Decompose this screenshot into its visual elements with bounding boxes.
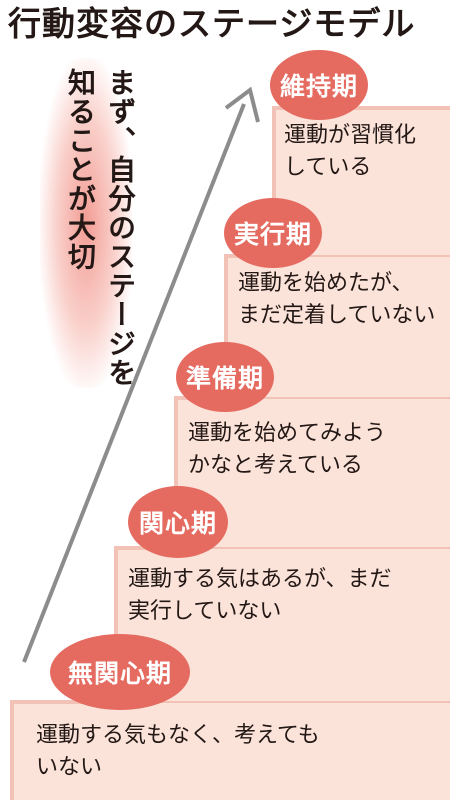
stage-desc-contemplation-line2: 実行していない [128, 599, 282, 624]
stage-desc-maintenance-line1: 運動が習慣化 [284, 123, 417, 148]
stage-label-maintenance: 維持期 [270, 50, 368, 120]
staircase-fill [12, 108, 450, 800]
stage-label-precontemplation: 無関心期 [50, 634, 190, 710]
stage-label-contemplation: 関心期 [128, 486, 228, 558]
progress-arrow-head-icon [224, 86, 260, 123]
note-line-1: まず、自分のステージを [104, 68, 137, 387]
stage-desc-precontemplation-line2: いない [36, 755, 103, 780]
stage-desc-contemplation-line1: 運動する気はあるが、まだ [128, 567, 392, 592]
stage-desc-preparation-line2: かなと考えている [188, 453, 363, 478]
stage-desc-preparation-line1: 運動を始めてみよう [188, 421, 387, 446]
page-title: 行動変容のステージモデル [8, 4, 416, 43]
note-highlight [40, 58, 132, 388]
note-line-2: 知ることが大切 [64, 68, 97, 271]
stage-desc-action-line2: まだ定着していない [238, 303, 436, 328]
stage-label-action: 実行期 [224, 198, 322, 268]
stage-label-preparation: 準備期 [176, 342, 274, 412]
progress-arrow-shaft [22, 103, 246, 663]
stage-desc-precontemplation-line1: 運動する気もなく、考えても [36, 723, 320, 748]
stage-desc-action-line1: 運動を始めたが、 [238, 271, 414, 296]
stage-desc-maintenance-line2: している [284, 155, 372, 180]
